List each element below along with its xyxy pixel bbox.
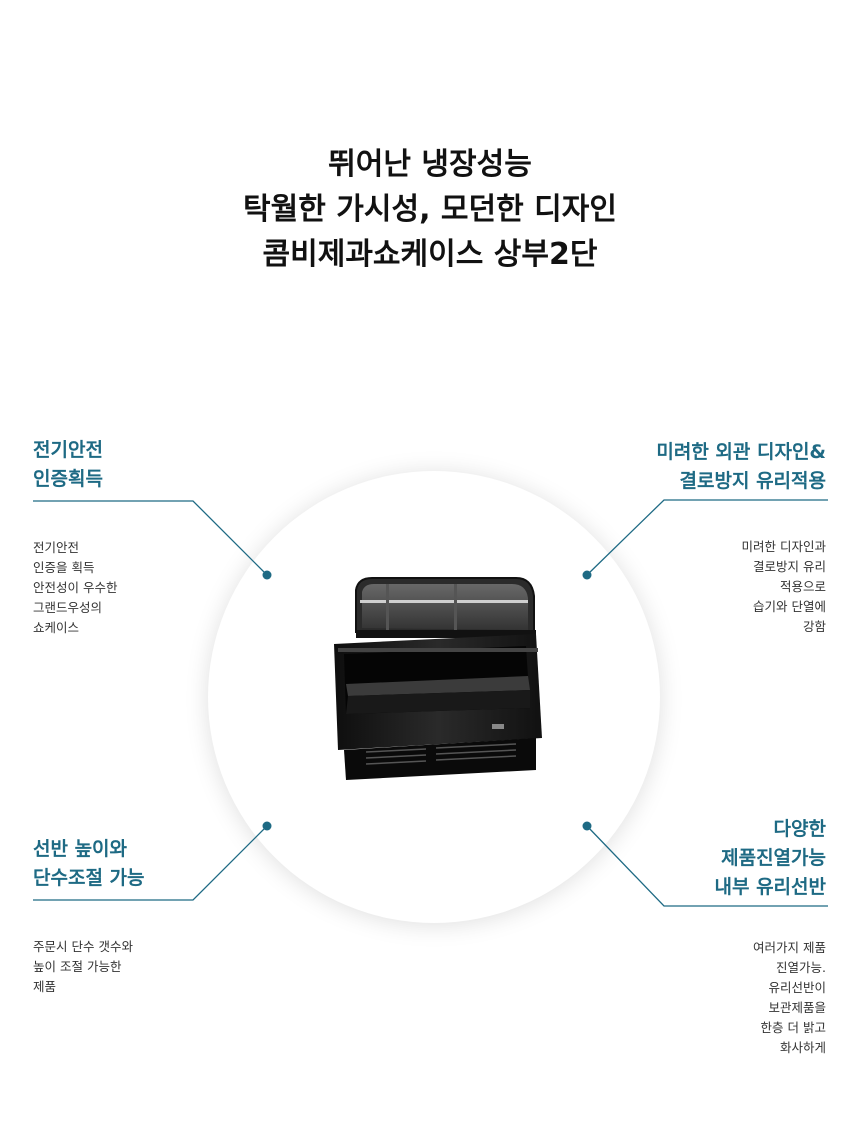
headline: 뛰어난 냉장성능 탁월한 가시성, 모던한 디자인 콤비제과쇼케이스 상부2단 — [0, 142, 860, 277]
title-line: 전기안전 — [33, 439, 103, 461]
feature-title-shelf: 선반 높이와 단수조절 가능 — [33, 835, 145, 893]
feature-title-design: 미려한 외관 디자인& 결로방지 유리적용 — [656, 438, 826, 496]
desc-line: 미려한 디자인과 — [741, 539, 826, 554]
desc-line: 높이 조절 가능한 — [33, 959, 122, 974]
desc-line: 유리선반이 — [768, 980, 826, 995]
showcase-product-image — [334, 577, 542, 780]
desc-line: 그랜드우성의 — [33, 600, 103, 615]
desc-line: 습기와 단열에 — [753, 599, 826, 614]
title-line: 내부 유리선반 — [714, 876, 827, 898]
desc-line: 보관제품을 — [768, 1000, 826, 1015]
desc-line: 결로방지 유리 — [753, 559, 826, 574]
desc-line: 전기안전 — [33, 540, 80, 555]
desc-line: 진열가능. — [776, 960, 826, 975]
feature-desc-design: 미려한 디자인과 결로방지 유리 적용으로 습기와 단열에 강함 — [742, 537, 826, 637]
headline-line-1: 뛰어난 냉장성능 — [328, 147, 532, 182]
title-line: 제품진열가능 — [721, 847, 826, 869]
desc-line: 강함 — [802, 619, 826, 634]
desc-line: 제품 — [33, 979, 57, 994]
title-line: 단수조절 가능 — [33, 867, 145, 889]
title-line: 선반 높이와 — [33, 838, 128, 860]
headline-line-2: 탁월한 가시성, 모던한 디자인 — [243, 192, 617, 227]
headline-line-3: 콤비제과쇼케이스 상부2단 — [262, 237, 598, 272]
desc-line: 한층 더 밝고 — [760, 1020, 826, 1035]
feature-desc-shelf: 주문시 단수 갯수와 높이 조절 가능한 제품 — [33, 937, 133, 997]
feature-title-safety: 전기안전 인증획득 — [33, 436, 103, 494]
title-line: 다양한 — [773, 818, 826, 840]
desc-line: 여러가지 제품 — [753, 940, 826, 955]
title-line: 미려한 외관 디자인& — [656, 441, 826, 463]
feature-desc-display: 여러가지 제품 진열가능. 유리선반이 보관제품을 한층 더 밝고 화사하게 — [753, 938, 826, 1058]
title-line: 인증획득 — [33, 468, 103, 490]
desc-line: 인증을 획득 — [33, 560, 95, 575]
desc-line: 화사하게 — [779, 1040, 826, 1055]
desc-line: 안전성이 우수한 — [33, 580, 118, 595]
desc-line: 주문시 단수 갯수와 — [33, 939, 133, 954]
title-line: 결로방지 유리적용 — [679, 470, 826, 492]
desc-line: 쇼케이스 — [33, 620, 80, 635]
feature-desc-safety: 전기안전 인증을 획득 안전성이 우수한 그랜드우성의 쇼케이스 — [33, 538, 117, 638]
desc-line: 적용으로 — [779, 579, 826, 594]
feature-title-display: 다양한 제품진열가능 내부 유리선반 — [715, 815, 827, 902]
